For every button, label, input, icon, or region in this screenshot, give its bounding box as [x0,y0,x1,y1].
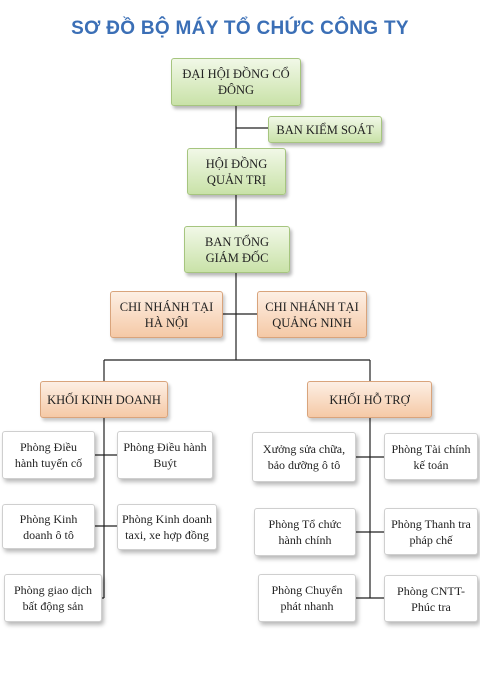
node-phong-tai-chinh-ke-toan: Phòng Tài chính kế toán [384,433,478,480]
node-phong-dieu-hanh-tuyen-co: Phòng Điều hành tuyến cố [2,431,95,479]
node-hoi-dong-quan-tri: HỘI ĐỒNG QUẢN TRỊ [187,148,286,195]
node-phong-kinh-doanh-o-to: Phòng Kinh doanh ô tô [2,504,95,549]
node-khoi-ho-tro: KHỐI HỖ TRỢ [307,381,432,418]
node-dai-hoi-dong-co-dong: ĐẠI HỘI ĐỒNG CỔ ĐÔNG [171,58,301,106]
node-ban-kiem-soat: BAN KIỂM SOÁT [268,116,382,143]
node-ban-tong-giam-doc: BAN TỔNG GIÁM ĐỐC [184,226,290,273]
node-phong-to-chuc-hanh-chinh: Phòng Tổ chức hành chính [254,508,356,556]
node-chi-nhanh-ha-noi: CHI NHÁNH TẠI HÀ NỘI [110,291,223,338]
node-xuong-sua-chua: Xưởng sửa chữa, bảo dưỡng ô tô [252,432,356,482]
node-khoi-kinh-doanh: KHỐI KINH DOANH [40,381,168,418]
node-phong-thanh-tra-phap-che: Phòng Thanh tra pháp chế [384,508,478,555]
node-chi-nhanh-quang-ninh: CHI NHÁNH TẠI QUẢNG NINH [257,291,367,338]
node-phong-cntt-phuc-tra: Phòng CNTT- Phúc tra [384,575,478,622]
node-phong-chuyen-phat-nhanh: Phòng Chuyển phát nhanh [258,574,356,622]
node-phong-dieu-hanh-buyt: Phòng Điều hành Buýt [117,431,213,479]
node-phong-giao-dich-bds: Phòng giao dịch bất động sản [4,574,102,622]
chart-title: SƠ ĐỒ BỘ MÁY TỔ CHỨC CÔNG TY [71,18,409,39]
node-phong-kinh-doanh-taxi: Phòng Kinh doanh taxi, xe hợp đồng [117,504,217,550]
